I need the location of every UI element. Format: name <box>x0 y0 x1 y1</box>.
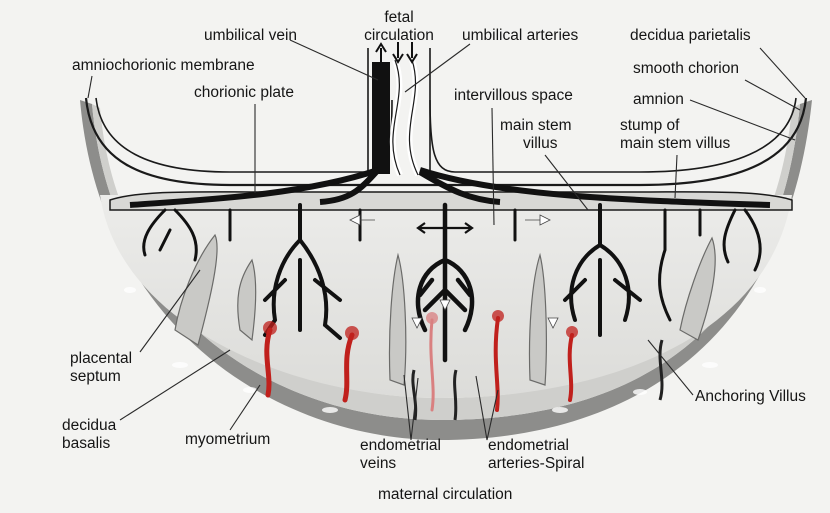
label-endometrial-arteries-line1: endometrial <box>488 437 569 454</box>
label-placental-septum-line2: septum <box>70 368 121 385</box>
label-amnion: amnion <box>633 91 684 108</box>
label-main-stem-villus-line2: villus <box>523 135 558 152</box>
label-anchoring-villus: Anchoring Villus <box>695 388 806 405</box>
label-intervillous-space: intervillous space <box>454 87 573 104</box>
label-endometrial-veins-line1: endometrial <box>360 437 441 454</box>
label-decidua-parietalis: decidua parietalis <box>630 27 751 44</box>
label-endometrial-arteries-line2: arteries-Spiral <box>488 455 584 472</box>
label-myometrium: myometrium <box>185 431 270 448</box>
label-chorionic-plate: chorionic plate <box>194 84 294 101</box>
label-maternal-circulation: maternal circulation <box>378 486 512 503</box>
label-stump-line2: main stem villus <box>620 135 730 152</box>
label-fetal-circulation-line2: circulation <box>364 27 434 44</box>
label-placental-septum-line1: placental <box>70 350 132 367</box>
label-umbilical-arteries: umbilical arteries <box>462 27 579 44</box>
label-amniochorionic-membrane: amniochorionic membrane <box>72 57 255 74</box>
label-stump-line1: stump of <box>620 117 680 134</box>
umbilical-cord <box>368 42 430 175</box>
leader-decidua-basalis <box>120 350 230 420</box>
leader-amniochorionic <box>88 76 92 98</box>
label-smooth-chorion: smooth chorion <box>633 60 739 77</box>
fetal-circulation-arrows <box>376 42 417 62</box>
leader-smooth-chorion <box>745 80 800 110</box>
label-main-stem-villus-line1: main stem <box>500 117 572 134</box>
leader-decidua-parietalis <box>760 48 805 98</box>
label-decidua-basalis-line2: basalis <box>62 435 110 452</box>
label-endometrial-veins-line2: veins <box>360 455 396 472</box>
leader-amnion <box>690 100 795 140</box>
label-decidua-basalis-line1: decidua <box>62 417 117 434</box>
label-fetal-circulation-line1: fetal <box>384 9 413 26</box>
leader-umbilical-vein <box>290 40 378 80</box>
label-umbilical-vein: umbilical vein <box>204 27 297 44</box>
